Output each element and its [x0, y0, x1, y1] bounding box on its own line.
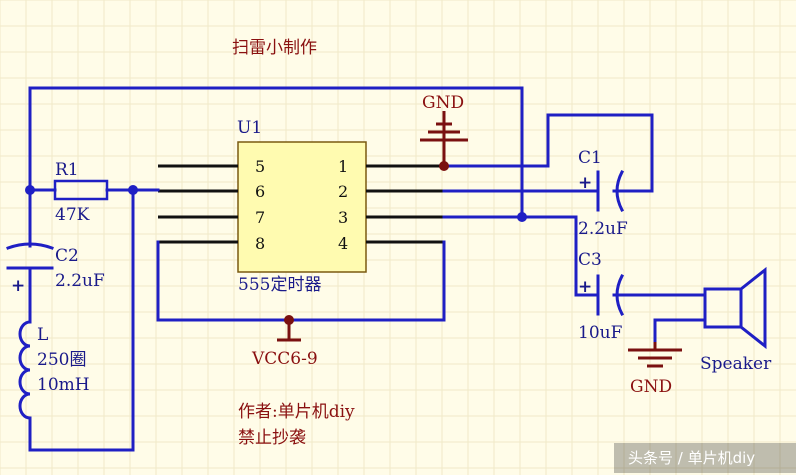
junction-dot	[128, 185, 138, 195]
c2-value: 2.2uF	[55, 271, 105, 291]
wire-right-node-loop	[28, 188, 135, 452]
inductor-value: 10mH	[37, 375, 90, 395]
ic-pin-3: 3	[338, 208, 348, 227]
capacitor-c1: + C1 2.2uF	[578, 148, 628, 239]
wires	[28, 86, 707, 452]
r1-designator: R1	[55, 160, 79, 180]
inductor-turns: 250圈	[37, 350, 86, 370]
vcc-port: VCC6-9	[251, 320, 318, 369]
ic-pin-6: 6	[255, 182, 265, 201]
author-credit: 作者:单片机diy	[238, 402, 355, 422]
copy-notice: 禁止抄袭	[238, 428, 306, 448]
junction-dot	[517, 212, 527, 222]
speaker-cone-icon	[739, 266, 767, 350]
ic-pin-8: 8	[255, 234, 265, 253]
speaker-icon	[703, 287, 743, 329]
vcc-label: VCC6-9	[251, 349, 318, 369]
c3-designator: C3	[578, 250, 602, 270]
ic-pin-1: 1	[338, 157, 348, 176]
speaker-label: Speaker	[700, 354, 772, 374]
junctions	[25, 161, 527, 325]
ic-555: U1 555定时器 5 6 7 8 1 2 3 4	[158, 118, 444, 295]
ic-pin-7: 7	[255, 208, 265, 227]
capacitor-plate-curved	[615, 273, 625, 317]
ic-body	[237, 141, 367, 273]
c2-designator: C2	[55, 246, 79, 266]
ic-designator: U1	[237, 118, 262, 138]
capacitor-c3: + C3 10uF	[578, 250, 625, 343]
ic-pin-5: 5	[255, 157, 265, 176]
inductor-coil	[18, 320, 31, 420]
plus-sign: +	[11, 276, 25, 296]
watermark-text: 头条号 / 单片机diy	[628, 449, 755, 467]
c1-designator: C1	[578, 148, 602, 168]
ic-pin-4: 4	[338, 234, 348, 253]
capacitor-c2: + C2 2.2uF	[6, 242, 105, 296]
wire-c1-loop	[442, 113, 654, 193]
ic-pin-2: 2	[338, 182, 348, 201]
plus-sign: +	[578, 173, 592, 193]
resistor-body	[53, 179, 109, 201]
gnd-top-label: GND	[422, 93, 464, 113]
r1-value: 47K	[55, 205, 90, 225]
gnd-top: GND	[420, 93, 468, 166]
schematic-title: 扫雷小制作	[232, 38, 317, 58]
wire-speaker-to-gnd	[653, 318, 707, 344]
inductor-designator: L	[37, 325, 48, 345]
capacitor-plate-curved	[615, 169, 625, 213]
inductor-l: L 250圈 10mH	[18, 320, 90, 424]
ic-name: 555定时器	[238, 275, 321, 295]
wire-vcc-loop	[156, 240, 446, 322]
watermark: 头条号 / 单片机diy	[614, 443, 796, 473]
junction-dot	[25, 185, 35, 195]
wire-pin3-to-c3	[442, 215, 600, 297]
c1-value: 2.2uF	[578, 219, 628, 239]
c3-value: 10uF	[578, 323, 623, 343]
plus-sign: +	[578, 277, 592, 297]
speaker: Speaker	[700, 266, 772, 374]
wire-top-loop	[28, 86, 524, 219]
capacitor-plate-curved	[6, 242, 54, 250]
watermark-backdrop	[614, 443, 796, 473]
gnd-bottom-label: GND	[630, 377, 672, 397]
resistor-r1: R1 47K	[53, 160, 109, 225]
gnd-bottom: GND	[628, 342, 682, 397]
